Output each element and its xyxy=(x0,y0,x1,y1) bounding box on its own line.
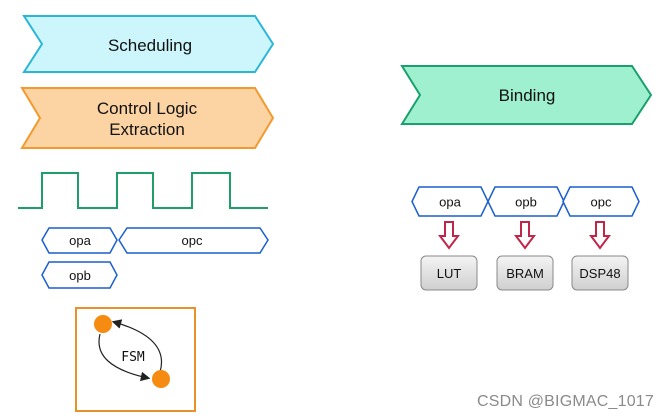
op-opb-label: opb xyxy=(69,268,91,283)
resource-dsp48-box xyxy=(571,255,629,291)
fsm-transition-up xyxy=(111,319,162,373)
resource-label: DSP48 xyxy=(579,266,620,281)
watermark: CSDN @BIGMAC_1017 xyxy=(476,393,654,410)
op-opb-box xyxy=(41,261,118,289)
scheduling-chevron xyxy=(22,15,275,73)
binding-op-label: opb xyxy=(515,195,537,210)
fsm-state-bottom xyxy=(152,370,170,388)
scheduling-label: Scheduling xyxy=(108,36,192,55)
resource-bram-box xyxy=(496,255,554,291)
binding-op-opc-box xyxy=(562,186,640,217)
resource-label: LUT xyxy=(437,266,462,281)
control-logic-label-line2: Extraction xyxy=(109,120,185,139)
left-operations: opa opc opb xyxy=(41,227,269,289)
binding-chevron xyxy=(400,65,653,125)
control-logic-label-line1: Control Logic xyxy=(97,99,198,118)
op-opa-label: opa xyxy=(69,233,91,248)
binding-label: Binding xyxy=(499,86,556,105)
fsm-transition-down xyxy=(98,333,151,382)
resource-lut-box xyxy=(420,255,478,291)
op-opc-box xyxy=(118,227,269,254)
binding-arrow xyxy=(589,221,611,250)
control-logic-chevron xyxy=(20,87,275,149)
clock-waveform xyxy=(18,172,268,209)
op-opc-label: opc xyxy=(182,233,203,248)
binding-arrow xyxy=(514,221,536,250)
binding-op-label: opa xyxy=(439,195,461,210)
fsm-diagram: FSM xyxy=(75,307,196,412)
binding-op-label: opc xyxy=(591,195,612,210)
binding-arrow xyxy=(438,221,460,250)
fsm-label: FSM xyxy=(121,350,145,365)
fsm-state-top xyxy=(94,315,112,333)
resource-label: BRAM xyxy=(506,266,544,281)
op-opa-box xyxy=(41,227,118,254)
